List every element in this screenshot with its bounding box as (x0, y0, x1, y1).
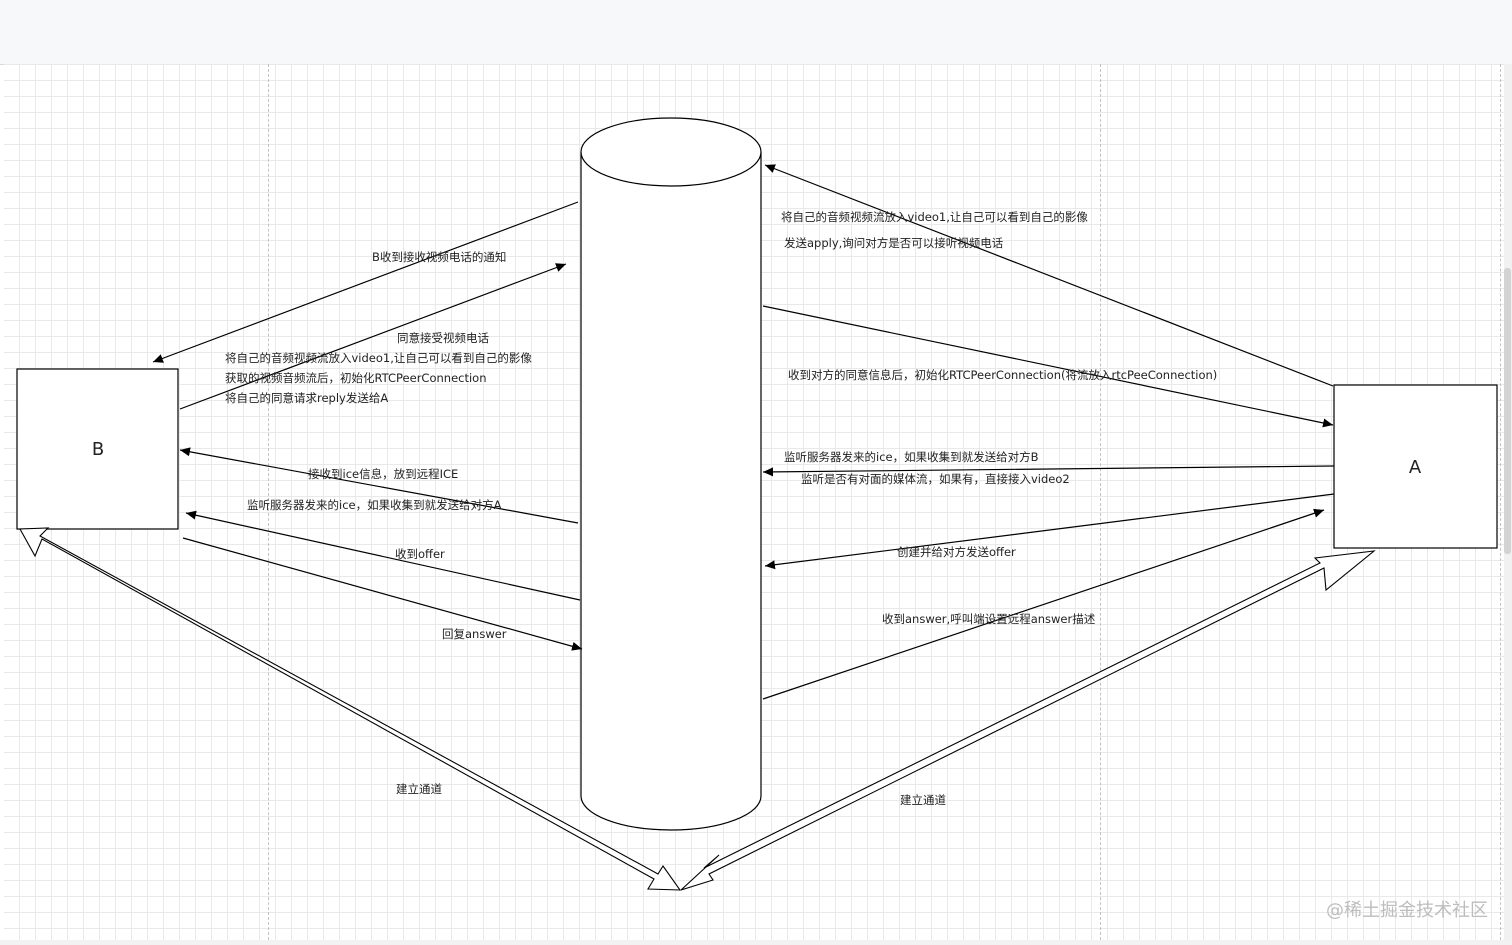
arrow-server-to-b-notify[interactable] (152, 201, 579, 363)
label-a-put-own-stream: 将自己的音频视频流放入video1,让自己可以看到自己的影像 (781, 210, 1088, 224)
node-a[interactable]: A (1333, 384, 1498, 549)
arrow-a-to-server-offer[interactable] (764, 493, 1335, 570)
label-b-receive-ice: 接收到ice信息，放到远程ICE (308, 467, 458, 481)
label-right-channel: 建立通道 (900, 793, 946, 807)
page-break-line (1500, 64, 1501, 940)
arrow-server-to-a-agree[interactable] (762, 305, 1334, 428)
label-a-send-apply: 发送apply,询问对方是否可以接听视频电话 (784, 236, 1004, 250)
arrow-a-to-server-ice[interactable] (762, 465, 1335, 477)
label-b-listen-ice: 监听服务器发来的ice，如果收集到就发送给对方A (247, 498, 502, 512)
arrow-b-to-server-agree[interactable] (179, 263, 567, 410)
arrow-server-to-b-ice[interactable] (179, 447, 579, 524)
server-cylinder[interactable] (580, 117, 762, 831)
bottom-strip (0, 940, 1512, 945)
label-b-agree: 同意接受视频电话 (397, 331, 489, 345)
label-left-channel: 建立通道 (396, 782, 442, 796)
label-b-reply: 将自己的同意请求reply发送给A (225, 391, 388, 405)
channel-arrow-b[interactable] (19, 527, 682, 891)
label-b-receive-offer: 收到offer (395, 547, 445, 561)
label-b-put-own-stream: 将自己的音频视频流放入video1,让自己可以看到自己的影像 (225, 351, 532, 365)
page-break-line (268, 64, 269, 940)
label-b-init-peer: 获取的视频音频流后，初始化RTCPeerConnection (225, 371, 487, 385)
node-a-label: A (1409, 457, 1422, 478)
label-b-notified: B收到接收视频电话的通知 (372, 250, 506, 264)
label-a-create-offer: 创建并给对方发送offer (897, 545, 1016, 559)
label-a-on-answer: 收到answer,呼叫端设置远程answer描述 (882, 612, 1096, 626)
arrow-server-to-b-offer[interactable] (185, 510, 581, 601)
canvas-scrollbar[interactable] (1504, 268, 1511, 554)
arrow-server-to-a-answer[interactable] (762, 508, 1325, 700)
channel-arrow-a[interactable] (680, 550, 1376, 891)
node-b[interactable]: B (16, 368, 179, 530)
watermark: @稀土掘金技术社区 (1326, 900, 1488, 921)
label-b-reply-answer: 回复answer (442, 627, 507, 641)
label-a-on-agree: 收到对方的同意信息后，初始化RTCPeerConnection(将流放入rtcP… (788, 368, 1217, 382)
label-a-listen-stream: 监听是否有对面的媒体流，如果有，直接接入video2 (801, 472, 1070, 486)
page-break-line (1100, 64, 1101, 940)
arrow-b-to-server-answer[interactable] (182, 537, 583, 651)
node-b-label: B (92, 439, 104, 460)
label-a-listen-ice: 监听服务器发来的ice，如果收集到就发送给对方B (784, 450, 1039, 464)
arrow-a-to-server-apply[interactable] (764, 164, 1334, 387)
